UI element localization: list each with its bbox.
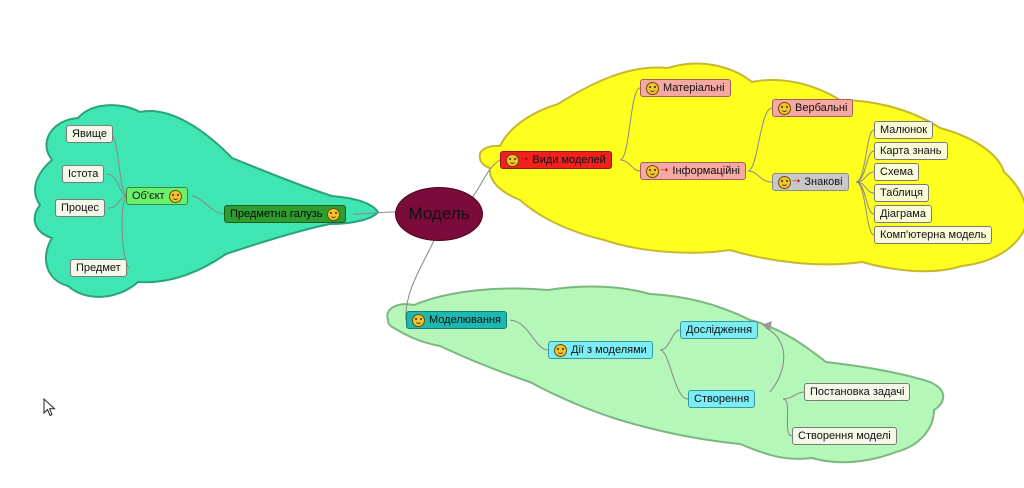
- bottom-branch-cloud: [386, 285, 945, 464]
- smiley-icon: [778, 101, 791, 115]
- object-item-label: Явище: [72, 128, 107, 140]
- modeling-label: Моделювання: [429, 314, 501, 326]
- object-label: Об'єкт: [132, 190, 165, 202]
- creation-item-node[interactable]: Створення моделі: [792, 427, 897, 445]
- sign-item-node[interactable]: Діаграма: [874, 205, 932, 223]
- material-node[interactable]: Матеріальні: [640, 79, 731, 97]
- arrow-icon: ➝: [520, 154, 529, 165]
- object-item-label: Істота: [68, 168, 99, 180]
- informational-node[interactable]: ➝ Інформаційні: [640, 162, 746, 180]
- sign-item-node[interactable]: Карта знань: [874, 142, 948, 160]
- smiley-icon: [326, 207, 340, 221]
- sign-item-label: Схема: [880, 166, 914, 178]
- subject-area-label: Предметна галузь: [230, 208, 323, 220]
- material-label: Матеріальні: [663, 82, 725, 94]
- model-types-node[interactable]: ➝ Види моделей: [500, 151, 612, 169]
- object-item-label: Процес: [61, 202, 99, 214]
- smiley-icon: [168, 189, 182, 203]
- arrow-icon: ➝: [660, 165, 669, 176]
- sign-item-label: Карта знань: [880, 145, 942, 157]
- creation-item-label: Постановка задачі: [810, 386, 905, 398]
- sign-item-node[interactable]: Малюнок: [874, 121, 934, 139]
- subject-area-node[interactable]: Предметна галузь: [224, 205, 346, 223]
- smiley-icon: [778, 175, 791, 189]
- smiley-icon: [554, 343, 567, 357]
- smiley-icon: [412, 313, 425, 327]
- sign-node[interactable]: ➝ Знакові: [772, 173, 849, 191]
- sign-item-label: Таблиця: [880, 187, 923, 199]
- object-item-node[interactable]: Предмет: [70, 259, 127, 277]
- sign-item-label: Комп'ютерна модель: [880, 229, 987, 241]
- central-topic[interactable]: Модель: [395, 187, 483, 241]
- model-actions-node[interactable]: Дії з моделями: [548, 341, 653, 359]
- research-node[interactable]: Дослідження: [680, 321, 759, 339]
- modeling-node[interactable]: Моделювання: [406, 311, 507, 329]
- smiley-icon: [646, 81, 659, 95]
- mouse-pointer-icon: [43, 398, 56, 417]
- model-actions-label: Дії з моделями: [571, 344, 647, 356]
- object-item-node[interactable]: Істота: [62, 165, 105, 183]
- creation-node[interactable]: Створення: [688, 390, 756, 408]
- creation-label: Створення: [694, 393, 750, 405]
- research-label: Дослідження: [686, 324, 753, 336]
- sign-item-node[interactable]: Комп'ютерна модель: [874, 226, 993, 244]
- model-types-label: Види моделей: [532, 154, 606, 166]
- smiley-icon: [646, 164, 659, 178]
- sign-item-node[interactable]: Таблиця: [874, 184, 929, 202]
- informational-label: Інформаційні: [672, 165, 740, 177]
- creation-item-label: Створення моделі: [798, 430, 891, 442]
- object-node[interactable]: Об'єкт: [126, 187, 188, 205]
- verbal-node[interactable]: Вербальні: [772, 99, 854, 117]
- central-topic-label: Модель: [408, 204, 470, 223]
- creation-item-node[interactable]: Постановка задачі: [804, 383, 911, 401]
- sign-label: Знакові: [804, 176, 843, 188]
- verbal-label: Вербальні: [795, 102, 848, 114]
- object-item-label: Предмет: [76, 262, 121, 274]
- object-item-node[interactable]: Явище: [66, 125, 113, 143]
- object-item-node[interactable]: Процес: [55, 199, 105, 217]
- arrow-icon: ➝: [792, 176, 801, 187]
- sign-item-label: Діаграма: [880, 208, 926, 220]
- sign-item-label: Малюнок: [880, 124, 928, 136]
- sign-item-node[interactable]: Схема: [874, 163, 920, 181]
- left-branch-cloud: [33, 104, 380, 298]
- arrow-head: [762, 321, 772, 331]
- smiley-icon: [506, 153, 519, 167]
